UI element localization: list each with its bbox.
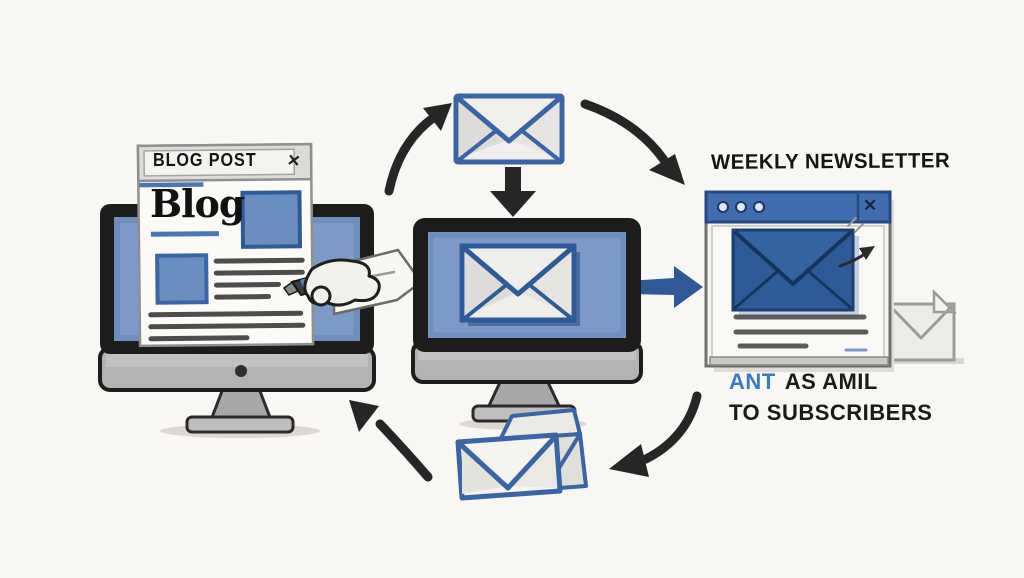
email-on-screen-icon [459, 243, 580, 326]
email-envelope-icon [453, 93, 565, 165]
blog-window-title: BLOG POST [153, 150, 257, 170]
caption-text: ANT AS AMIL TO SUBSCRIBERS [729, 366, 932, 428]
hand-with-pen-icon [282, 248, 423, 316]
arrow-newsletter-to-subscribers-icon [609, 391, 702, 477]
caption-line-1: ANT AS AMIL [729, 366, 932, 397]
blog-text-lines [148, 257, 306, 342]
subscriber-envelope-back-icon [886, 288, 964, 364]
blog-post-card [136, 142, 315, 348]
envelope-front [455, 432, 563, 501]
caption-accent: ANT [729, 369, 776, 394]
newsletter-titlebar [704, 190, 892, 224]
arrow-subscribers-to-blog-icon [349, 400, 433, 482]
newsletter-heading-label: WEEKLY NEWSLETTER [710, 149, 951, 174]
caption-rest: AS AMIL [784, 369, 878, 394]
arrow-email-down-icon [490, 167, 536, 217]
send-arrow-icon [838, 217, 875, 268]
window-dots-icon [717, 201, 765, 213]
blog-body-image-placeholder [155, 253, 209, 305]
blog-heading: Blog [150, 181, 245, 226]
arrow-email-to-newsletter-icon [580, 99, 685, 185]
blog-card-titlebar [136, 142, 313, 183]
arrow-send-blue-icon [628, 266, 703, 308]
arrow-blog-to-email-icon [384, 103, 452, 196]
blog-hero-image-placeholder [240, 190, 303, 249]
newsletter-close-icon: ✕ [863, 196, 878, 215]
subscriber-envelopes-icon [455, 408, 588, 501]
newsletter-envelope-icon [731, 228, 859, 316]
caption-line-2: TO SUBSCRIBERS [729, 400, 933, 425]
newsletter-text-lines [733, 314, 869, 349]
newsletter-window [704, 190, 894, 372]
email-monitor-icon [411, 218, 643, 430]
blog-window-close-icon: ✕ [285, 152, 302, 171]
